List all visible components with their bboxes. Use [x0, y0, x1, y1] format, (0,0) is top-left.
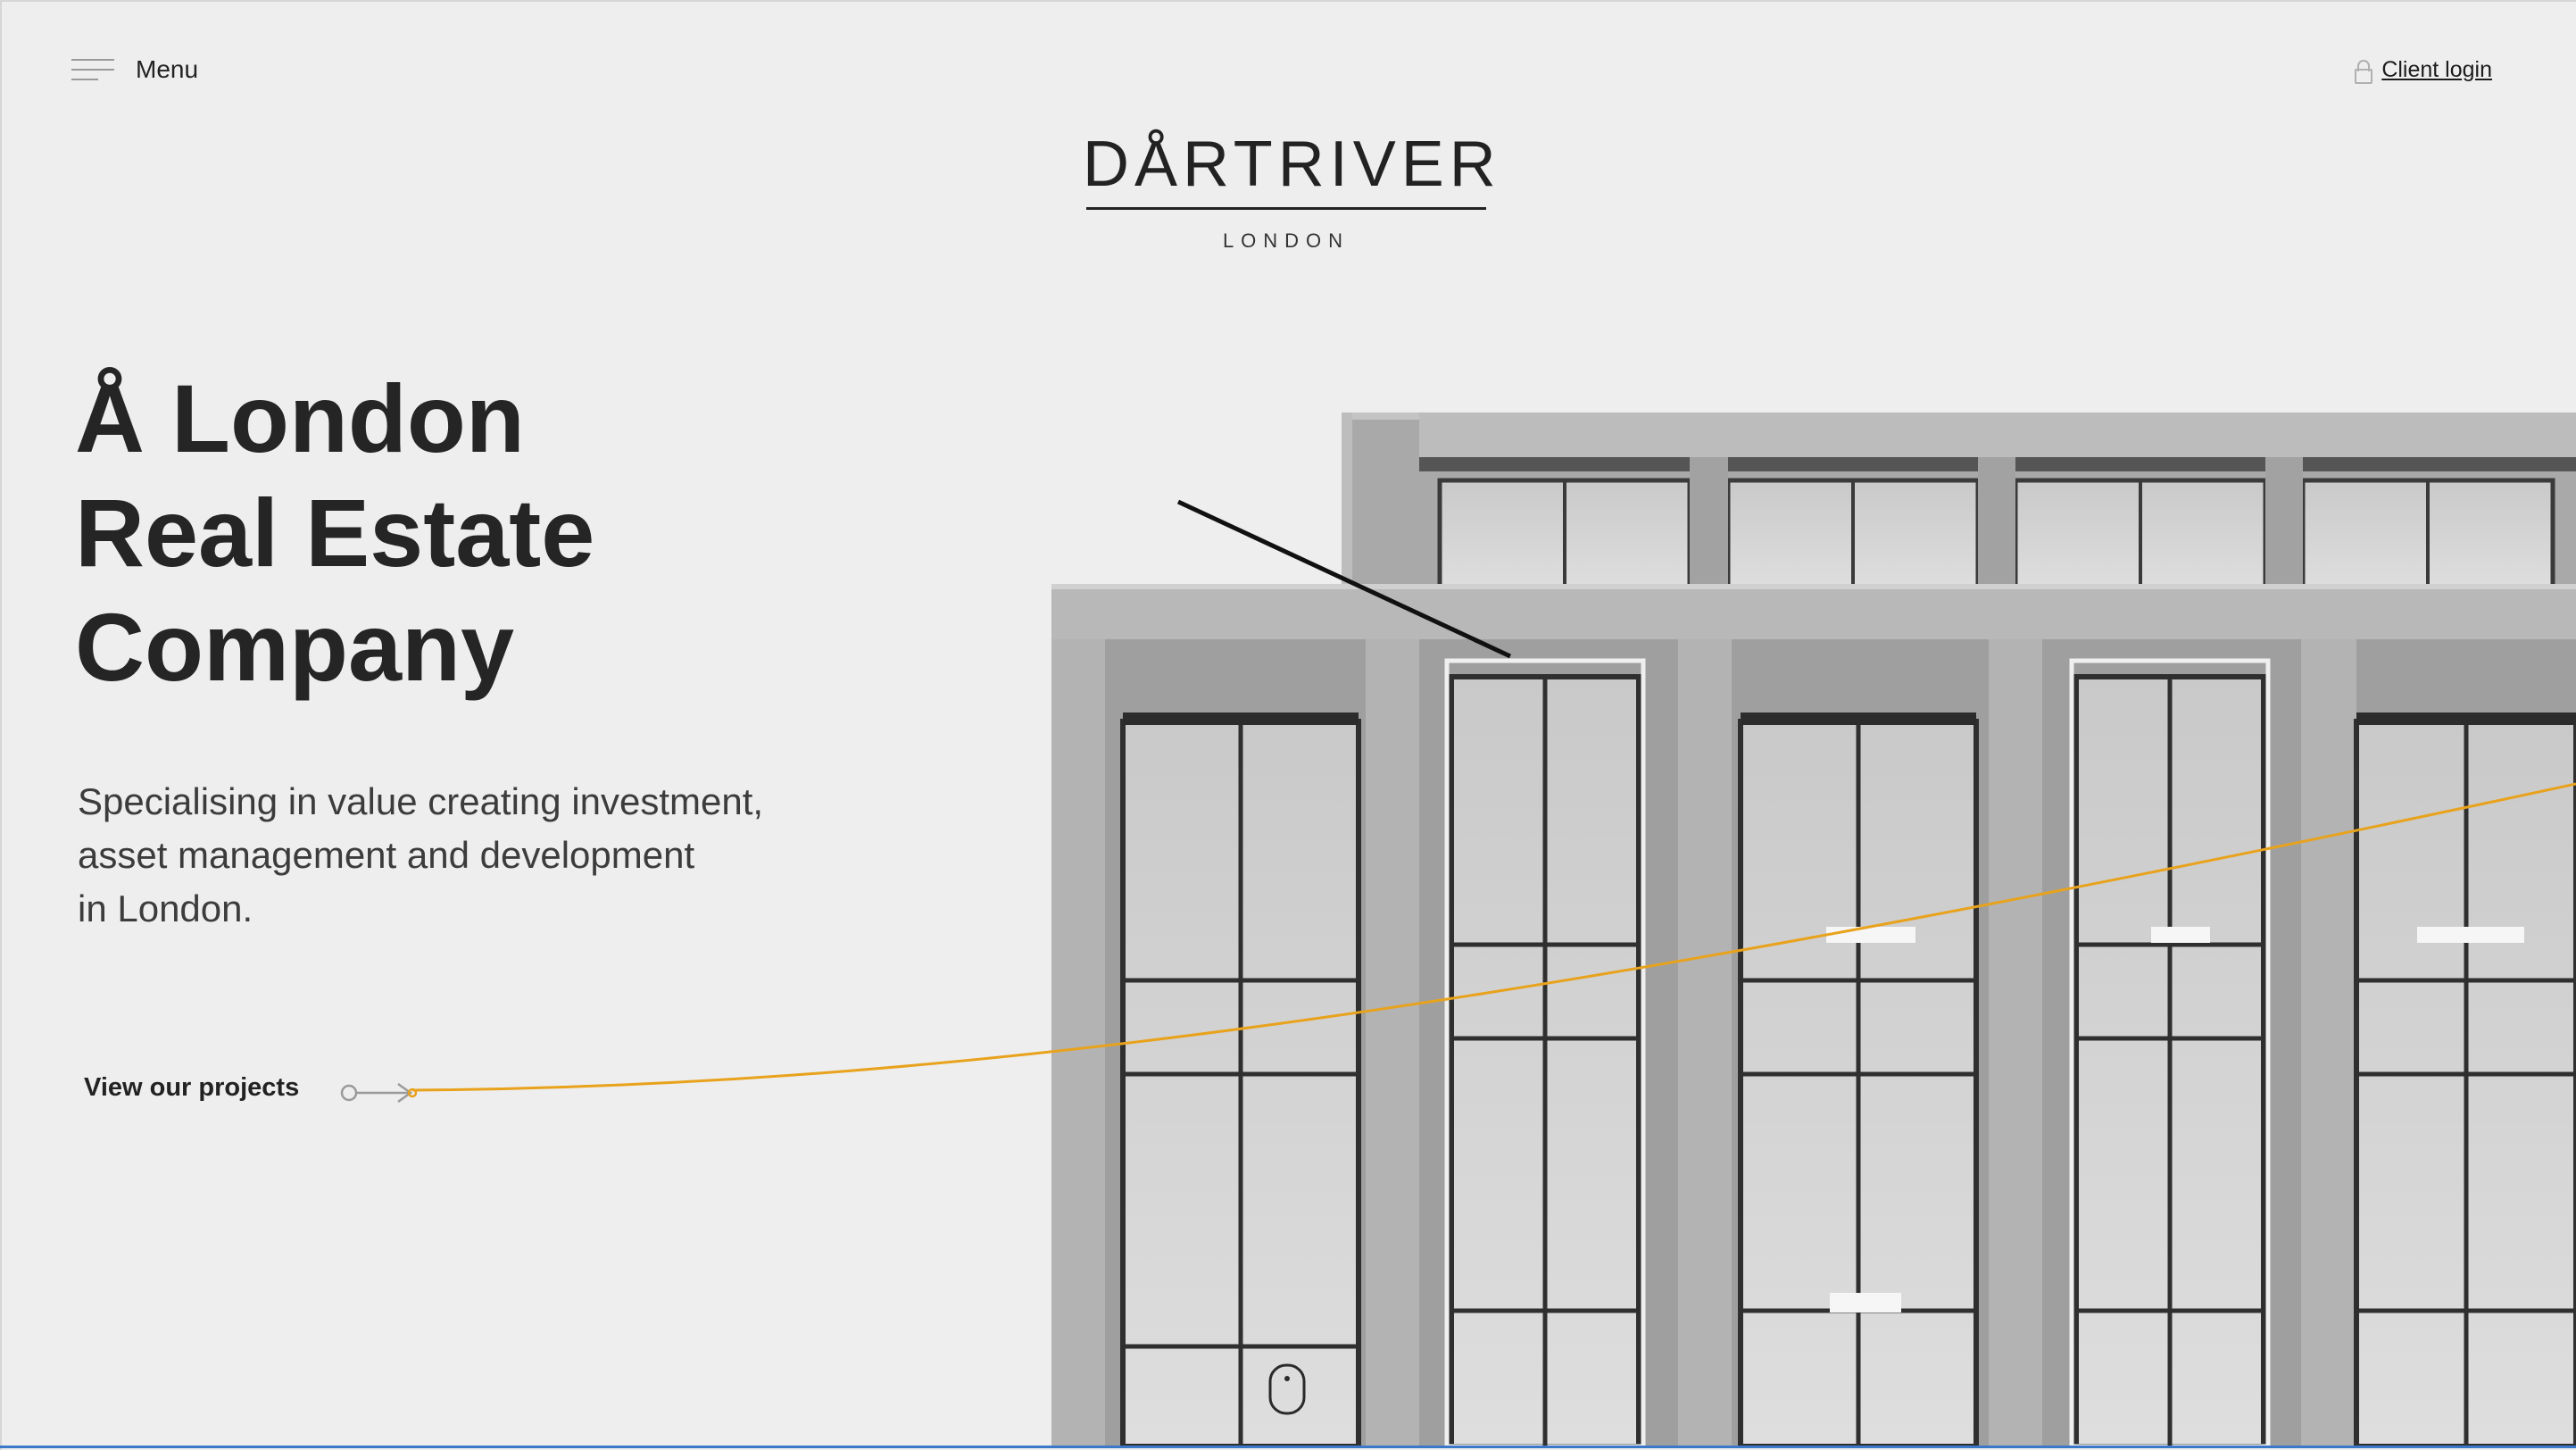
client-login-link[interactable]: Client login	[2355, 57, 2492, 84]
headline-line: Real Estate	[75, 479, 595, 587]
logo-underline	[1086, 207, 1486, 210]
site-logo[interactable]: DÅRTRIVER LONDON	[1083, 129, 1501, 253]
logo-wordmark: DÅRTRIVER	[1083, 129, 1501, 200]
frame-left-border	[0, 0, 2, 1450]
tagline-line: Specialising in value creating investmen…	[78, 780, 764, 822]
mouse-scroll-icon[interactable]	[1267, 1362, 1307, 1416]
menu-button[interactable]: Menu	[71, 52, 198, 88]
frame-bottom-border	[0, 1446, 2576, 1448]
client-login-label: Client login	[2381, 57, 2492, 82]
hamburger-icon	[71, 57, 116, 82]
headline-line: Å London	[75, 364, 525, 472]
tagline-line: in London.	[78, 888, 253, 929]
hero-headline: Å London Real Estate Company	[75, 362, 878, 704]
lock-icon	[2355, 59, 2373, 84]
frame-top-border	[0, 0, 2576, 2]
hero-tagline: Specialising in value creating investmen…	[78, 775, 881, 936]
menu-label: Menu	[136, 55, 199, 83]
headline-line: Company	[75, 593, 515, 701]
building-facade-image	[1051, 412, 2576, 1446]
view-projects-link[interactable]: View our projects	[84, 1073, 300, 1102]
logo-subline: LONDON	[1222, 229, 1350, 252]
arrow-right-icon[interactable]	[337, 1077, 418, 1109]
tagline-line: asset management and development	[78, 834, 695, 876]
